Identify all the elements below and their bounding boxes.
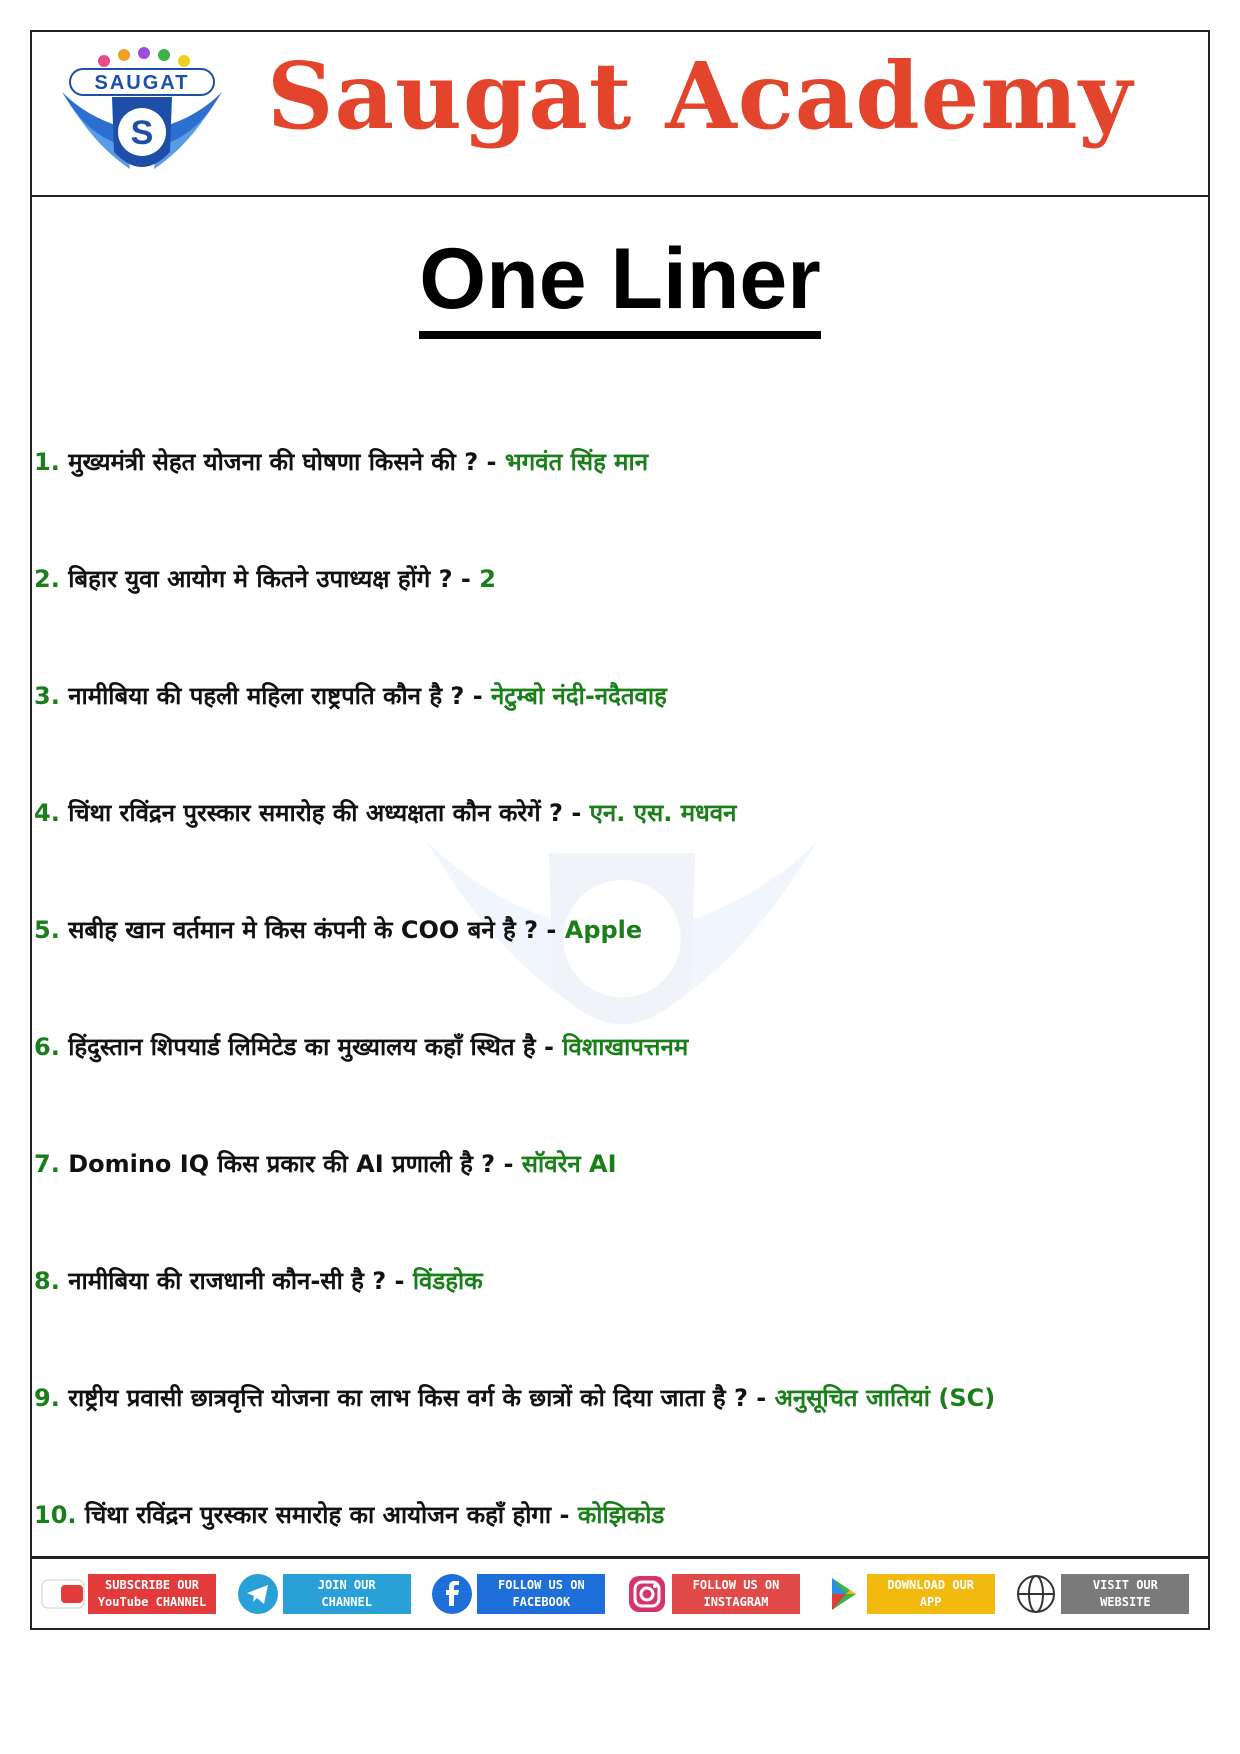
question-number: 7. — [34, 1150, 60, 1178]
page-frame: S SAUGAT Saugat Academy One Liner 1. मुख… — [30, 30, 1210, 1630]
list-item: 10. चिंथा रविंद्रन पुरस्कार समारोह का आय… — [34, 1495, 1204, 1612]
social-link-globe[interactable]: VISIT OUR WEBSITE — [1013, 1571, 1208, 1617]
answer-text: भगवंत सिंह मान — [504, 448, 649, 476]
list-item: 7. Domino IQ किस प्रकार की AI प्रणाली है… — [34, 1144, 1204, 1261]
telegram-icon — [235, 1571, 281, 1617]
answer-text: विशाखापत्तनम — [562, 1033, 689, 1061]
social-link-telegram[interactable]: JOIN OUR CHANNEL — [235, 1571, 430, 1617]
social-link-youtube[interactable]: SUBSCRIBE OUR YouTube CHANNEL — [40, 1571, 235, 1617]
footer-social-bar: SUBSCRIBE OUR YouTube CHANNEL JOIN OUR CH… — [32, 1556, 1208, 1628]
list-item: 2. बिहार युवा आयोग मे कितने उपाध्यक्ष हो… — [34, 559, 1204, 676]
question-number: 8. — [34, 1267, 60, 1295]
answer-text: अनुसूचित जातियां (SC) — [774, 1384, 996, 1412]
answer-text: कोझिकोड — [577, 1501, 665, 1529]
question-text: चिंथा रविंद्रन पुरस्कार समारोह की अध्यक्… — [68, 799, 582, 827]
question-text: चिंथा रविंद्रन पुरस्कार समारोह का आयोजन … — [84, 1501, 570, 1529]
social-label: SUBSCRIBE OUR YouTube CHANNEL — [88, 1573, 216, 1614]
question-number: 5. — [34, 916, 60, 944]
question-text: नामीबिया की पहली महिला राष्ट्रपति कौन है… — [68, 682, 483, 710]
instagram-icon — [624, 1571, 670, 1617]
question-number: 9. — [34, 1384, 60, 1412]
list-item: 4. चिंथा रविंद्रन पुरस्कार समारोह की अध्… — [34, 793, 1204, 910]
social-label: VISIT OUR WEBSITE — [1061, 1573, 1190, 1614]
list-item: 9. राष्ट्रीय प्रवासी छात्रवृत्ति योजना क… — [34, 1378, 1204, 1495]
social-link-play-store[interactable]: DOWNLOAD OUR APP — [819, 1571, 1014, 1617]
watermark-logo — [426, 840, 818, 1025]
social-label: FOLLOW US ON INSTAGRAM — [672, 1573, 801, 1614]
saugat-logo: S SAUGAT — [62, 47, 222, 169]
header: S SAUGAT Saugat Academy — [32, 32, 1208, 197]
facebook-icon — [429, 1571, 475, 1617]
question-text: बिहार युवा आयोग मे कितने उपाध्यक्ष होंगे… — [68, 565, 471, 593]
question-text: मुख्यमंत्री सेहत योजना की घोषणा किसने की… — [68, 448, 497, 476]
social-link-instagram[interactable]: FOLLOW US ON INSTAGRAM — [624, 1571, 819, 1617]
question-text: नामीबिया की राजधानी कौन-सी है ? - — [68, 1267, 405, 1295]
answer-text: Apple — [564, 916, 643, 944]
list-item: 6. हिंदुस्तान शिपयार्ड लिमिटेड का मुख्या… — [34, 1027, 1204, 1144]
question-text: Domino IQ किस प्रकार की AI प्रणाली है ? … — [68, 1150, 514, 1178]
list-item: 1. मुख्यमंत्री सेहत योजना की घोषणा किसने… — [34, 442, 1204, 559]
question-number: 4. — [34, 799, 60, 827]
list-item: 8. नामीबिया की राजधानी कौन-सी है ? - विं… — [34, 1261, 1204, 1378]
brand-name: Saugat Academy — [267, 42, 1134, 150]
question-list: 1. मुख्यमंत्री सेहत योजना की घोषणा किसने… — [34, 442, 1204, 1612]
question-text: हिंदुस्तान शिपयार्ड लिमिटेड का मुख्यालय … — [68, 1033, 554, 1061]
social-label: FOLLOW US ON FACEBOOK — [477, 1573, 606, 1614]
globe-icon — [1013, 1571, 1059, 1617]
page-title-wrap: One Liner — [32, 232, 1208, 339]
play-store-icon — [819, 1571, 865, 1617]
list-item: 3. नामीबिया की पहली महिला राष्ट्रपति कौन… — [34, 676, 1204, 793]
question-number: 3. — [34, 682, 60, 710]
page-title: One Liner — [419, 232, 821, 339]
question-number: 2. — [34, 565, 60, 593]
answer-text: सॉवरेन AI — [521, 1150, 617, 1178]
answer-text: 2 — [479, 565, 496, 593]
question-text: राष्ट्रीय प्रवासी छात्रवृत्ति योजना का ल… — [68, 1384, 767, 1412]
youtube-icon — [40, 1571, 86, 1617]
answer-text: विंडहोक — [412, 1267, 483, 1295]
answer-text: नेटुम्बो नंदी-नदैतवाह — [491, 682, 667, 710]
question-number: 10. — [34, 1501, 77, 1529]
logo-letter: S — [131, 114, 154, 152]
list-item: 5. सबीह खान वर्तमान मे किस कंपनी के COO … — [34, 910, 1204, 1027]
social-label: DOWNLOAD OUR APP — [866, 1573, 995, 1614]
question-number: 1. — [34, 448, 60, 476]
social-label: JOIN OUR CHANNEL — [282, 1573, 411, 1614]
logo-text: SAUGAT — [95, 72, 190, 94]
social-link-facebook[interactable]: FOLLOW US ON FACEBOOK — [429, 1571, 624, 1617]
answer-text: एन. एस. मधवन — [589, 799, 737, 827]
question-text: सबीह खान वर्तमान मे किस कंपनी के COO बने… — [68, 916, 557, 944]
question-number: 6. — [34, 1033, 60, 1061]
